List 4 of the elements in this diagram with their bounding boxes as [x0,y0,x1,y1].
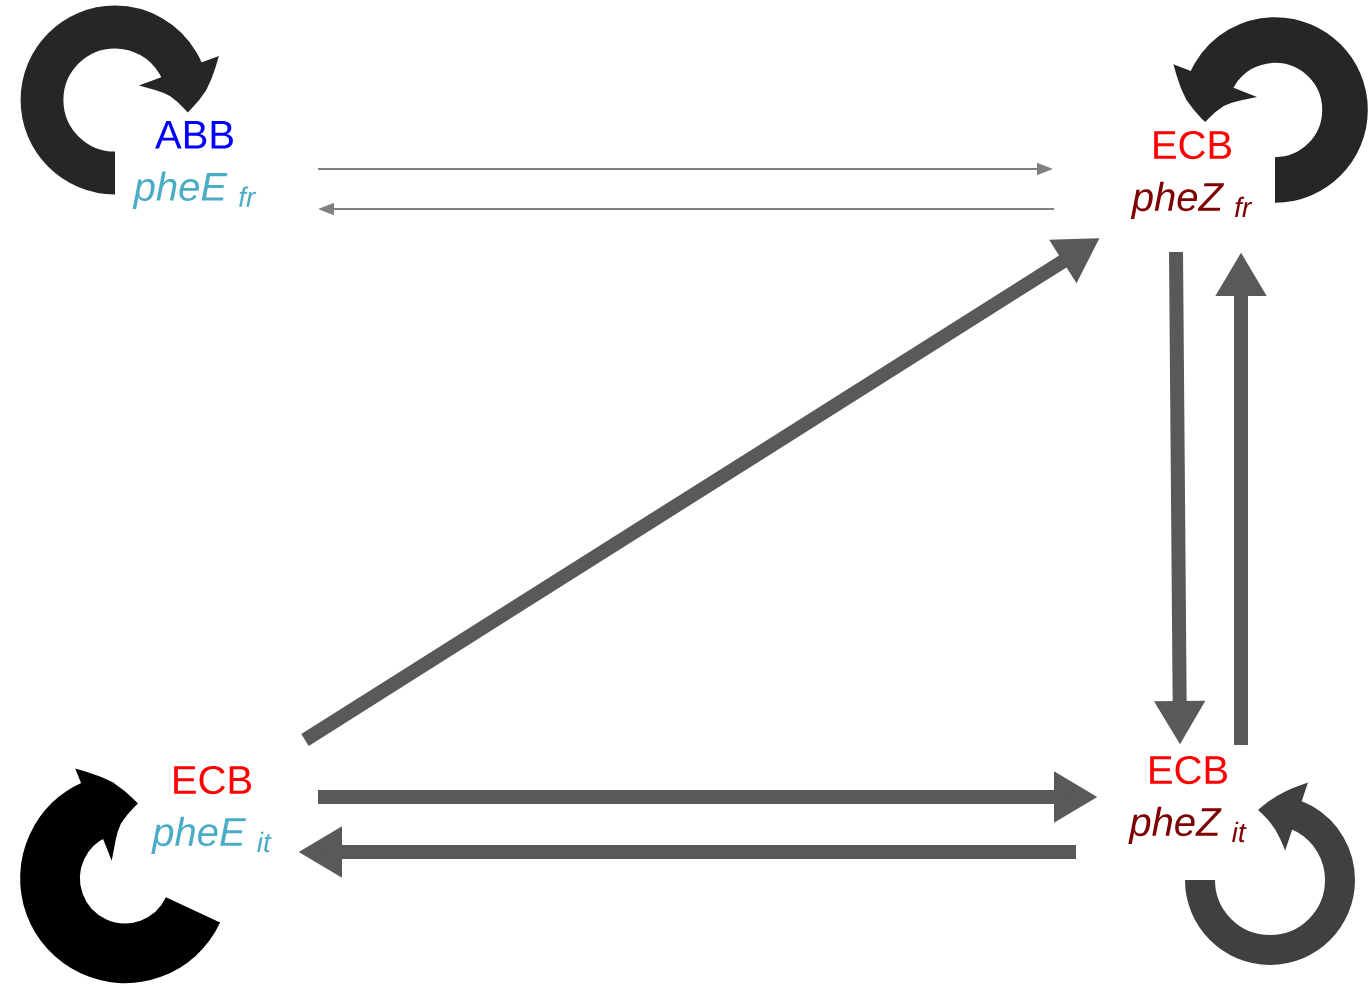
circular-arrow [1185,785,1355,965]
node-label: ECB pheE $_{it}$ [151,765,272,855]
circular-arrow [20,771,220,984]
node-label: ECB pheZ $_{it}$ [1128,755,1247,845]
